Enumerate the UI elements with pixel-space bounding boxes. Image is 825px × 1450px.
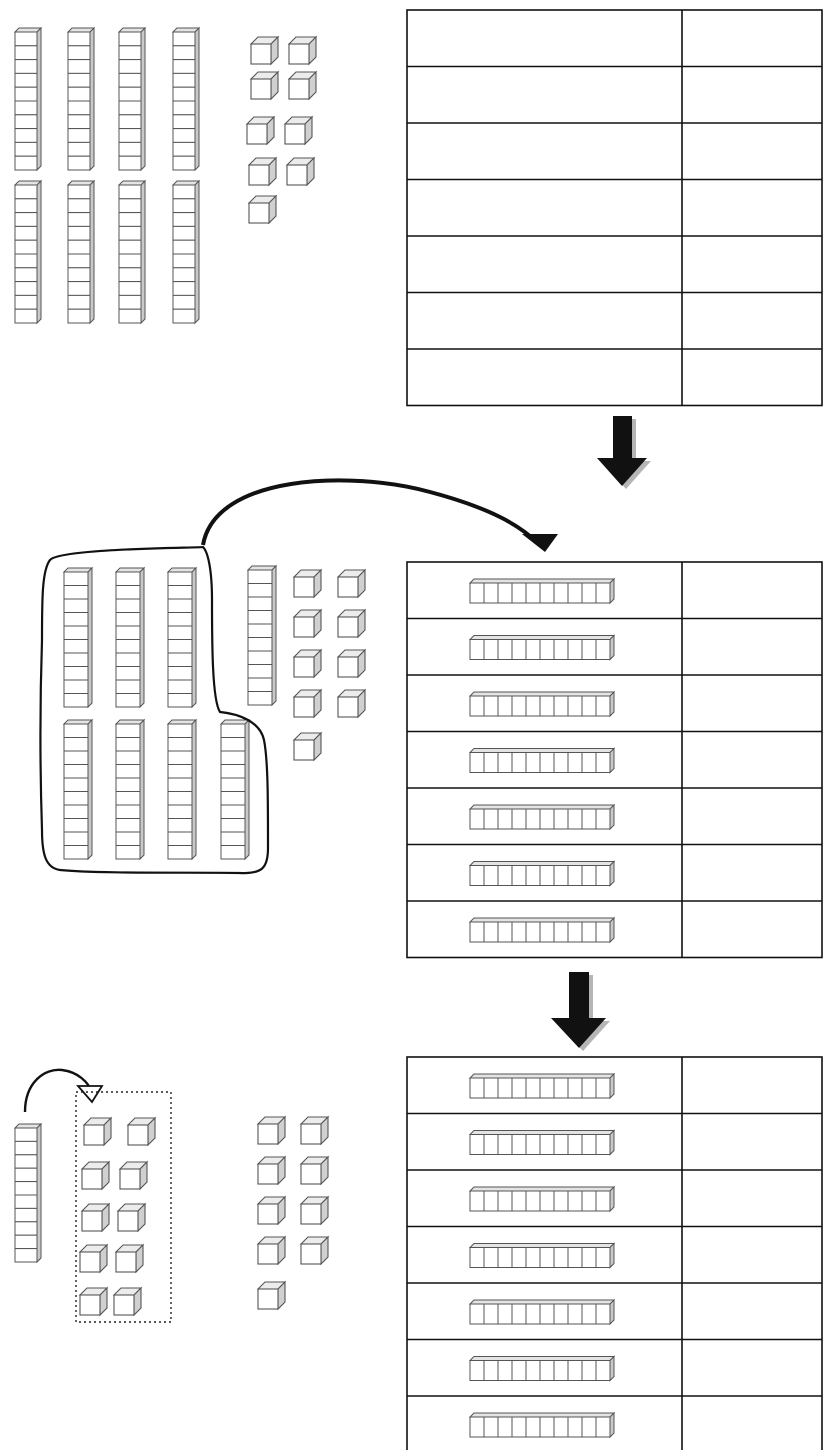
one-cube	[249, 35, 280, 66]
ten-rod	[66, 26, 96, 172]
one-cube	[299, 1235, 330, 1266]
one-cube	[292, 648, 323, 679]
one-cube	[336, 608, 367, 639]
grouped-one-cube	[114, 1243, 145, 1274]
place-value-table	[406, 9, 823, 407]
one-cube	[249, 70, 280, 101]
ten-rod	[117, 26, 147, 172]
grouped-one-cube	[116, 1202, 147, 1233]
grouped-one-cube	[112, 1286, 143, 1317]
one-cube	[299, 1115, 330, 1146]
grouped-ten-rod	[114, 718, 146, 861]
section-1	[13, 9, 823, 407]
place-value-table	[406, 561, 823, 959]
one-cube	[247, 156, 278, 187]
one-cube	[292, 688, 323, 719]
section-3	[13, 1056, 823, 1450]
ten-rod	[13, 1122, 43, 1264]
down-arrow-icon	[597, 416, 651, 489]
one-cube	[336, 568, 367, 599]
table-ten-rod	[468, 747, 616, 774]
grouped-ten-rod	[219, 718, 251, 861]
ten-rod	[246, 564, 278, 707]
grouped-one-cube	[80, 1202, 111, 1233]
one-cube	[292, 568, 323, 599]
grouped-one-cube	[78, 1243, 109, 1274]
table-ten-rod	[468, 1129, 616, 1156]
ten-rod	[13, 26, 43, 172]
ten-ones-group-box	[75, 1091, 172, 1323]
grouped-ten-rod	[166, 718, 198, 861]
table-ten-rod	[468, 1298, 616, 1326]
one-cube	[256, 1195, 287, 1226]
table-ten-rod	[468, 916, 616, 944]
table-ten-rod	[468, 690, 616, 718]
grouped-one-cube	[126, 1116, 157, 1147]
grouped-one-cube	[118, 1160, 149, 1191]
one-cube	[292, 608, 323, 639]
curved-arrow-icon	[23, 1068, 104, 1113]
one-cube	[285, 156, 316, 187]
table-ten-rod	[468, 1185, 616, 1213]
table-ten-rod	[468, 860, 616, 887]
one-cube	[256, 1115, 287, 1146]
grouped-ten-rod	[62, 718, 94, 861]
one-cube	[256, 1280, 287, 1311]
curved-arrow-icon	[201, 478, 558, 552]
table-ten-rod	[468, 803, 616, 831]
table-ten-rod	[468, 1072, 616, 1100]
ten-rod	[171, 179, 201, 325]
table-ten-rod	[468, 1355, 616, 1382]
place-value-table	[406, 1056, 823, 1450]
ten-rod	[117, 179, 147, 325]
one-cube	[287, 35, 318, 66]
down-arrow-icon	[551, 972, 610, 1051]
one-cube	[256, 1155, 287, 1186]
one-cube	[292, 731, 323, 762]
table-ten-rod	[468, 577, 616, 605]
table-ten-rod	[468, 1411, 616, 1439]
one-cube	[299, 1195, 330, 1226]
one-cube	[336, 648, 367, 679]
grouped-one-cube	[78, 1286, 109, 1317]
grouped-ten-rod	[114, 566, 146, 709]
one-cube	[245, 115, 276, 146]
grouped-ten-rod	[62, 566, 94, 709]
one-cube	[247, 194, 278, 225]
one-cube	[283, 115, 314, 146]
table-ten-rod	[468, 1242, 616, 1269]
grouped-one-cube	[82, 1116, 113, 1147]
section-2	[62, 561, 823, 959]
table-ten-rod	[468, 634, 616, 661]
ten-rod	[171, 26, 201, 172]
one-cube	[256, 1235, 287, 1266]
one-cube	[336, 688, 367, 719]
grouped-one-cube	[80, 1160, 111, 1191]
one-cube	[299, 1155, 330, 1186]
ten-rod	[66, 179, 96, 325]
one-cube	[287, 70, 318, 101]
ten-rod	[13, 179, 43, 325]
group-outline	[39, 545, 270, 875]
grouped-ten-rod	[166, 566, 198, 709]
